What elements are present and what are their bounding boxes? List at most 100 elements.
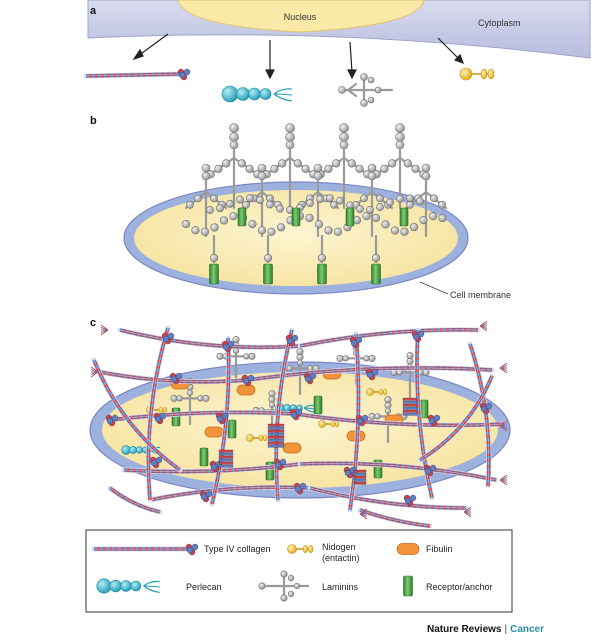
laminin-globule [438, 200, 446, 209]
laminin-globule [395, 132, 405, 142]
collagen-strand [293, 411, 507, 428]
laminin-globule [222, 159, 231, 168]
laminin-globule [395, 140, 405, 150]
laminin-globule [210, 223, 219, 232]
legend-label-fibulin: Fibulin [426, 544, 453, 554]
laminin-globule [202, 394, 210, 402]
collagen-node [349, 336, 363, 349]
collagen-stack [267, 423, 285, 448]
collagen-frayed-end [479, 320, 488, 332]
laminin-globule [352, 216, 362, 225]
laminin-globule [293, 582, 301, 590]
collagen-strand [297, 460, 499, 483]
laminin-globule [339, 140, 349, 150]
journal-section: Cancer [510, 624, 544, 635]
laminin-globule [216, 204, 224, 213]
laminin-globule [313, 163, 323, 173]
legend-laminin-icon [258, 570, 310, 602]
collagen-frayed-end [499, 420, 508, 432]
collagen-strand [297, 327, 481, 349]
laminin-globule [280, 570, 288, 578]
laminin-globule [210, 194, 218, 203]
receptor-icon [199, 447, 209, 467]
laminin-globule [430, 194, 438, 203]
laminin-globule [381, 220, 390, 229]
receptor-icon [317, 263, 327, 285]
laminin-globule [367, 76, 375, 84]
laminin-globule [338, 86, 346, 94]
fibulin-icon [236, 384, 256, 396]
receptor-icon [263, 263, 273, 285]
laminin-globule [285, 132, 295, 142]
legend-label-receptor: Receptor/anchor [426, 582, 493, 592]
laminin-globule [332, 159, 341, 168]
laminin-globule [216, 352, 224, 360]
laminin-globule [258, 582, 266, 590]
laminin-globule [229, 123, 239, 133]
laminin-globule [296, 359, 304, 366]
collagen-node [169, 372, 183, 385]
collagen-strand [414, 327, 435, 501]
collagen-node [215, 412, 229, 425]
laminin-globule [360, 194, 368, 203]
legend-label-perlecan: Perlecan [186, 582, 222, 592]
receptor-icon [171, 407, 181, 427]
collagen-node [303, 372, 317, 385]
laminin-globule [214, 164, 223, 173]
perlecan-icon [221, 85, 293, 103]
receptor-icon [345, 207, 355, 227]
collagen-frayed-end [463, 506, 472, 518]
collagen-secreted [83, 71, 185, 79]
nucleus-shape [177, 0, 425, 33]
collagen-strand [307, 485, 469, 511]
laminin-globule [367, 171, 377, 181]
laminin-globule [266, 200, 274, 209]
laminin-globule [286, 365, 293, 372]
panel-c [89, 320, 511, 529]
collagen-node [479, 402, 493, 415]
footer-separator: | [504, 624, 508, 635]
laminin-globule [256, 196, 264, 204]
laminin-globule [236, 195, 244, 204]
laminin-arm [346, 88, 358, 98]
laminin-globule [194, 194, 202, 203]
fibulin-icon [396, 543, 420, 555]
collagen-node [199, 490, 213, 503]
laminin-globule [197, 395, 204, 402]
legend-label-collagen: Type IV collagen [204, 544, 271, 554]
collagen-strand [117, 327, 303, 350]
collagen-stack [402, 397, 418, 416]
membrane-leader-line [419, 281, 449, 295]
collagen-node [153, 412, 167, 425]
laminin-globule [384, 407, 392, 414]
legend-box [85, 529, 513, 613]
laminin-globule [326, 194, 334, 202]
laminin-globule [287, 590, 295, 598]
collagen-strand [107, 409, 299, 423]
panel-a [83, 0, 591, 107]
laminin-globule [229, 140, 239, 150]
laminin-secreted [338, 73, 394, 107]
panel-b [123, 123, 469, 295]
laminin-globule [339, 132, 349, 142]
laminin-globule [403, 159, 412, 168]
legend-icons [91, 543, 420, 602]
laminin-globule [248, 220, 257, 229]
laminin-globule [374, 413, 381, 420]
panel-label-b: b [90, 115, 97, 127]
laminin-globule [396, 194, 404, 203]
laminin-globule [367, 163, 377, 173]
laminin-globule [419, 216, 428, 225]
laminin-globule [371, 213, 381, 223]
laminin-globule [376, 194, 384, 203]
laminin-globule [278, 159, 287, 168]
collagen-node [285, 334, 299, 347]
laminin-globule [200, 227, 210, 236]
secreted-components [83, 67, 495, 107]
laminin-arm [346, 82, 358, 92]
laminin-globule [317, 253, 327, 263]
panel-label-a: a [90, 5, 97, 17]
receptor-icon [291, 207, 301, 227]
nidogen-icon [459, 67, 495, 81]
